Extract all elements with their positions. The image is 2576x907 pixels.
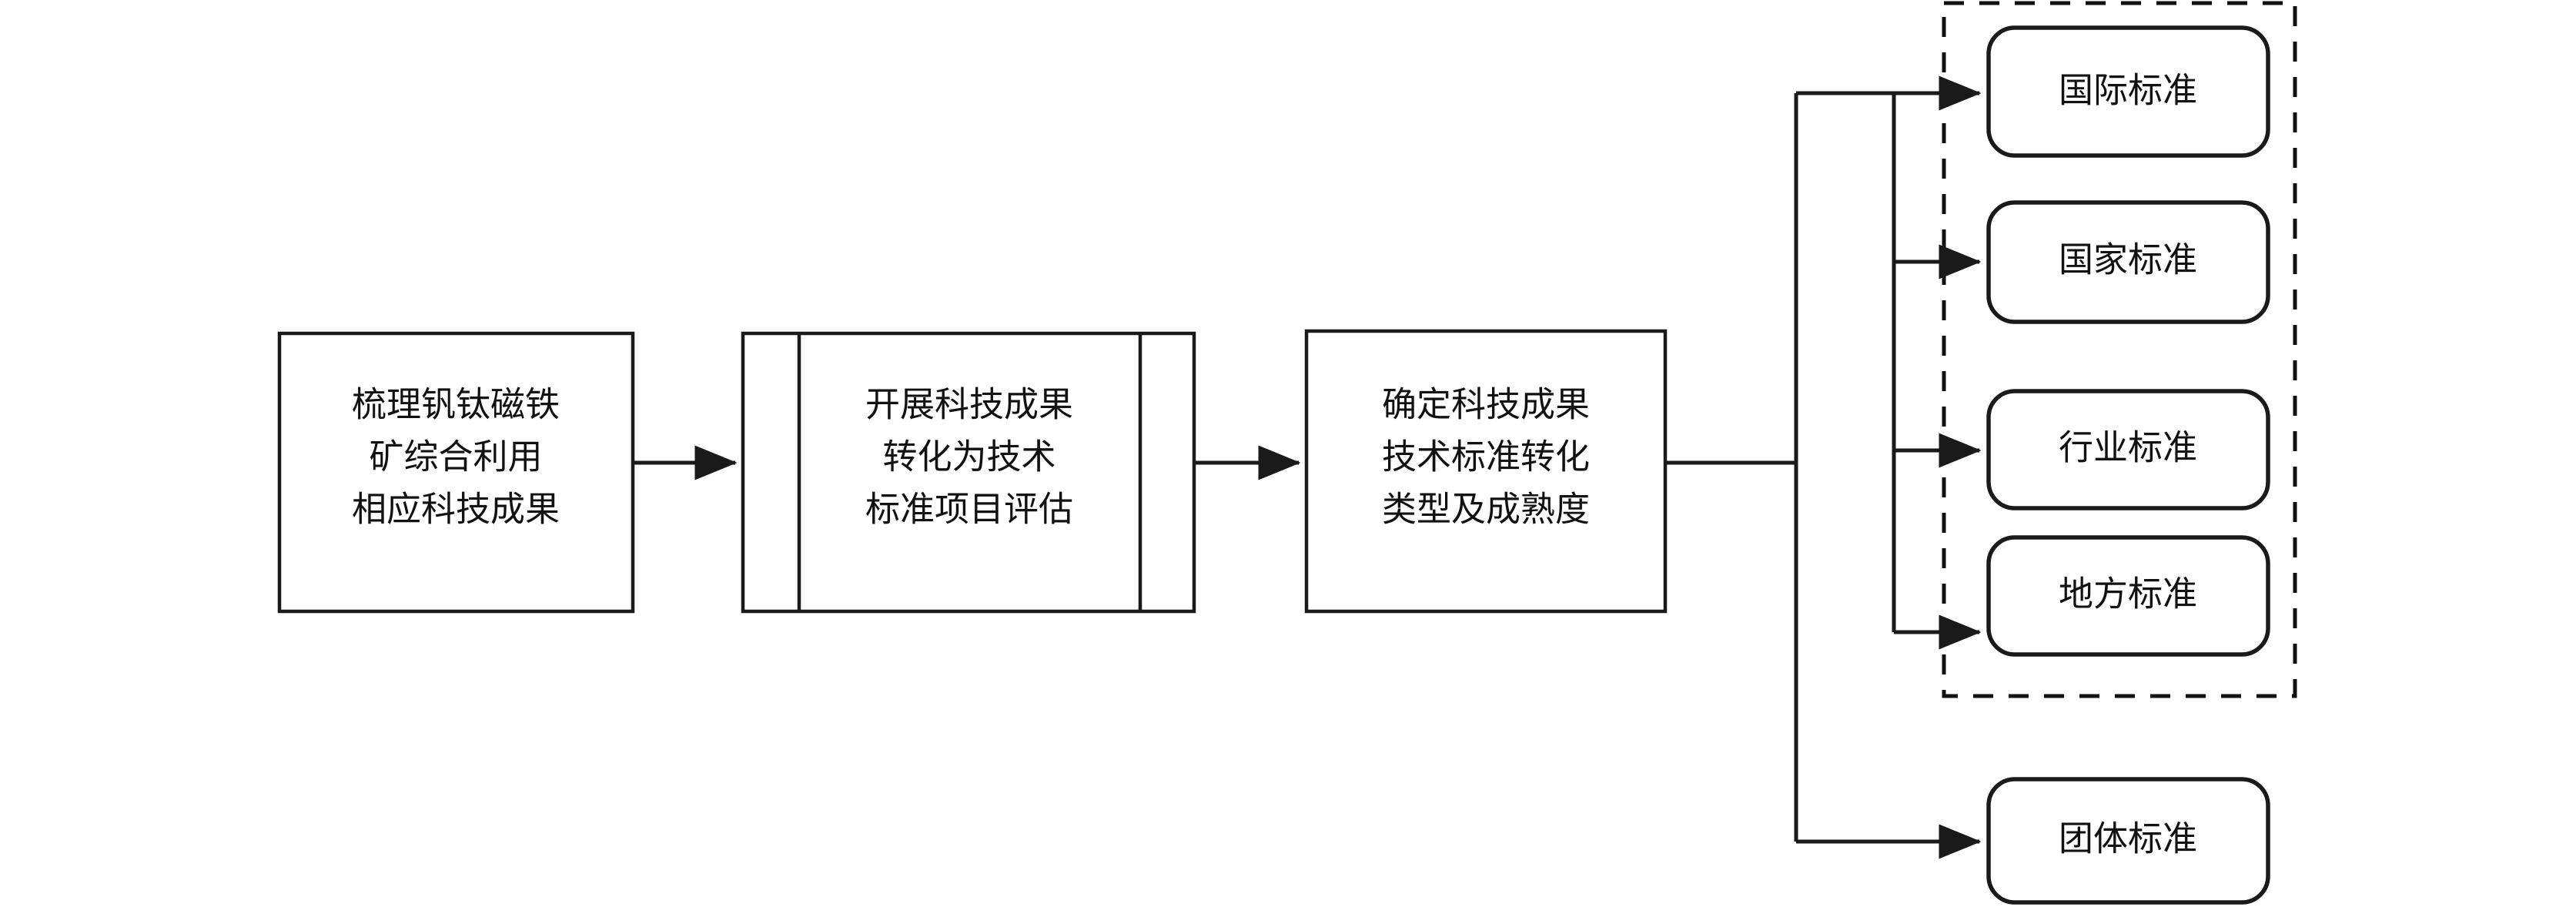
outcome-national-box (1986, 200, 2270, 324)
outcome-industry-label: 行业标准 (2059, 428, 2197, 467)
node-outcome-industry[interactable]: 行业标准 (1986, 389, 2270, 510)
step-1-line-3: 相应科技成果 (352, 490, 560, 528)
step-1-line-1: 梳理钒钛磁铁 (352, 385, 560, 423)
outcome-industry-box (1986, 389, 2270, 510)
node-step-1[interactable]: 梳理钒钛磁铁 矿综合利用 相应科技成果 (277, 331, 635, 614)
step-1-line-2: 矿综合利用 (369, 437, 542, 476)
outcome-local-label: 地方标准 (2059, 574, 2197, 613)
node-step-3[interactable]: 确定科技成果 技术标准转化 类型及成熟度 (1304, 329, 1668, 614)
outcome-international-label: 国际标准 (2059, 71, 2197, 109)
outcome-group-standard-label: 团体标准 (2059, 819, 2197, 858)
outcome-national-label: 国家标准 (2059, 240, 2197, 279)
node-outcome-national[interactable]: 国家标准 (1986, 200, 2270, 324)
outcome-group-standard-box (1986, 777, 2270, 905)
step-2-line-3: 标准项目评估 (865, 490, 1073, 528)
outcome-local-box (1986, 535, 2270, 657)
step-3-line-1: 确定科技成果 (1382, 385, 1590, 423)
node-outcome-group-standard[interactable]: 团体标准 (1986, 777, 2270, 905)
outcome-international-box (1986, 25, 2270, 158)
node-outcome-local[interactable]: 地方标准 (1986, 535, 2270, 657)
step-2-line-1: 开展科技成果 (865, 385, 1073, 423)
node-outcome-international[interactable]: 国际标准 (1986, 25, 2270, 158)
step-1-box (277, 331, 635, 614)
step-3-box (1304, 329, 1668, 614)
step-2-line-2: 转化为技术 (882, 437, 1055, 476)
outcome-group-dashed-border (1942, 1, 2297, 698)
step-3-line-2: 技术标准转化 (1382, 437, 1590, 476)
step-2-box (741, 331, 1196, 614)
node-step-2[interactable]: 开展科技成果 转化为技术 标准项目评估 (741, 331, 1196, 614)
step-3-line-3: 类型及成熟度 (1382, 490, 1590, 528)
